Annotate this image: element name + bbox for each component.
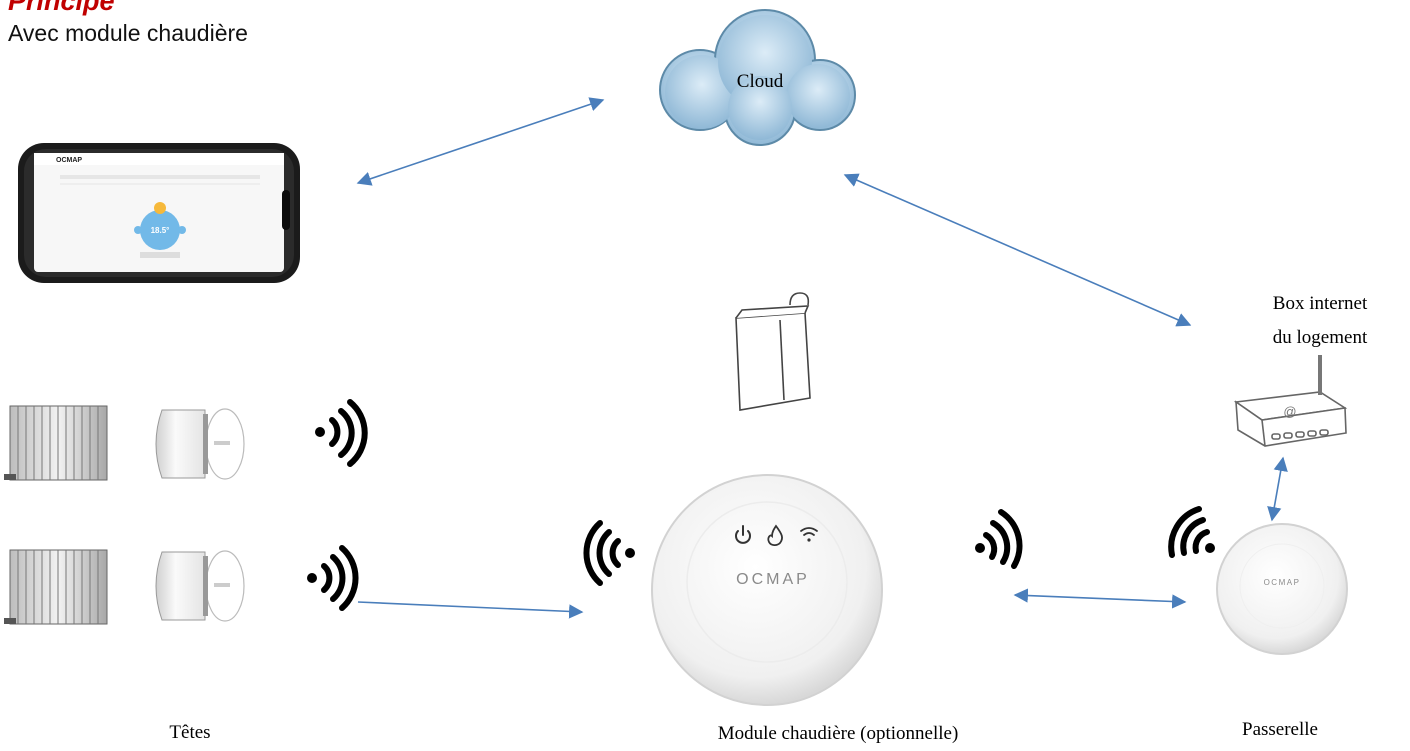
diagram-subtitle: Avec module chaudière (8, 20, 248, 46)
thermostatic-head-icon (155, 550, 245, 622)
smartphone-icon (18, 143, 300, 283)
cloud-icon (659, 9, 856, 146)
boiler-module-device (651, 474, 883, 706)
head-module-arrow (357, 601, 584, 619)
phone-cloud-arrow (356, 97, 605, 186)
tetes-label: Têtes (169, 722, 210, 743)
cloud-label: Cloud (737, 71, 784, 92)
thermostatic-head-icon (155, 408, 245, 480)
radiator-icon (4, 405, 108, 481)
router-at-symbol: @ (1283, 404, 1296, 419)
gateway-brand-logo: OCMAP (1264, 578, 1301, 587)
phone-temperature-readout: 18.5° (151, 226, 170, 235)
gateway-device (1216, 523, 1348, 655)
module-gateway-arrow (1013, 588, 1187, 609)
passerelle-label: Passerelle (1242, 719, 1318, 740)
box-label-line1: Box internet (1273, 293, 1368, 314)
radio-signal-icon (307, 545, 359, 611)
radio-signal-icon (975, 509, 1023, 569)
box-label-line2: du logement (1273, 327, 1368, 348)
radio-signal-icon (583, 520, 635, 586)
router-gateway-arrow (1267, 456, 1288, 522)
cloud-box-arrow (843, 173, 1192, 327)
router-icon (1233, 355, 1348, 447)
boiler-icon (735, 292, 811, 411)
wifi-status-icon (800, 527, 818, 542)
radio-signal-icon (1168, 506, 1215, 558)
flame-icon (767, 524, 783, 547)
phone-brand-label: OCMAP (56, 157, 82, 164)
module-label: Module chaudière (optionnelle) (718, 723, 959, 744)
radio-signal-icon (315, 399, 368, 467)
module-brand-logo: OCMAP (736, 571, 810, 588)
radiator-icon (4, 549, 108, 625)
power-icon (735, 525, 751, 544)
diagram-title: Principe (8, 0, 115, 16)
